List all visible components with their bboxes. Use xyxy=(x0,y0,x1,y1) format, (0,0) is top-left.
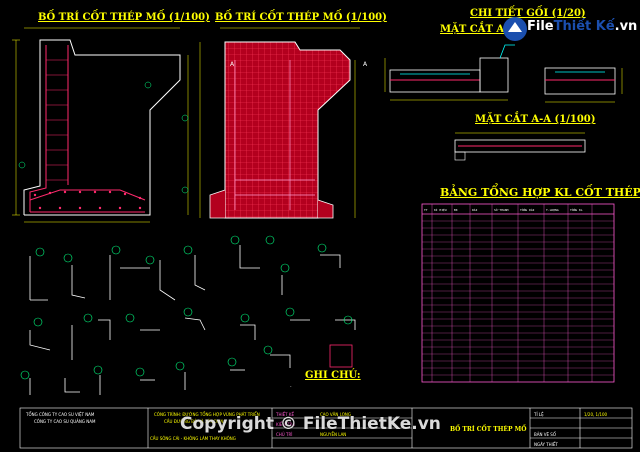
tb-project-2: CẦU ĐƯỜNG BỘ VÀ XÂY DỰNG xyxy=(164,419,227,424)
section-aa-plan xyxy=(454,132,586,161)
table-header-cell: KÍ HIỆU xyxy=(434,207,447,212)
tb-role-2: KIỂM TRA xyxy=(276,422,295,427)
svg-text:A: A xyxy=(230,61,235,68)
brand-logo xyxy=(500,14,630,44)
section-aa-top-title: MẶT CẮT A-A xyxy=(440,24,517,35)
tb-company-1: TỔNG CÔNG TY CAO SU VIỆT NAM xyxy=(26,412,95,417)
tb-drawing-title: BỐ TRÍ CỐT THÉP MỐ xyxy=(450,426,527,433)
table-header-cell: DÀI xyxy=(472,207,478,212)
rebar-shapes xyxy=(29,245,356,395)
tb-project-1: CÔNG TRÌNH: ĐƯỜNG TỔNG HỢP VÙNG PHÁT TRI… xyxy=(154,412,260,417)
table-header-cell: TT xyxy=(424,208,428,212)
rebar-table: TT KÍ HIỆU ĐK DÀI SỐ THANH TỔNG DÀI T.LƯỢNG TỔN… xyxy=(421,203,615,383)
tb-date-label: NGÀY THIẾT xyxy=(534,442,558,447)
bearing-detail xyxy=(384,44,623,103)
bearing-detail-title: CHI TIẾT GỐI (1/20) xyxy=(470,8,586,19)
logo-text: FileThiết Kế.vn xyxy=(527,19,638,34)
table-header-cell: SỐ THANH xyxy=(494,207,509,212)
table-header-cell: TỔNG KL xyxy=(570,207,583,212)
note-line: - xyxy=(290,384,292,389)
rebar-markers xyxy=(20,235,353,380)
tb-scale-value: 1/20, 1/100 xyxy=(584,412,608,417)
svg-text:A: A xyxy=(363,61,368,68)
tb-company-2: CÔNG TY CAO SU QUẢNG NAM xyxy=(34,419,96,424)
table-header-cell: T.LƯỢNG xyxy=(546,208,559,212)
table-header-cell: TỔNG DÀI xyxy=(520,207,535,212)
tb-item: CẦU SÔNG CÁI - KHÔNG LÀM THAY KHÔNG xyxy=(150,436,236,441)
table-header-cell: ĐK xyxy=(454,208,458,212)
tb-name-1: CAO VĂN LONG xyxy=(320,412,351,417)
notes-title: GHI CHÚ: xyxy=(305,370,361,381)
logo-icon xyxy=(503,17,527,41)
tb-role-3: CHỦ TRÌ xyxy=(276,432,293,437)
rebar-table-title: BẢNG TỔNG HỢP KL CỐT THÉP MỐ xyxy=(440,186,640,199)
tb-name-2: NGUYỄN LAN xyxy=(320,432,347,437)
copyright-watermark: Copyright © FileThietKe.vn xyxy=(180,414,441,434)
tb-sheet-label: BẢN VẼ SỐ xyxy=(534,432,556,437)
section-aa-title: MẶT CẮT A-A (1/100) xyxy=(475,114,596,125)
title-block-frame xyxy=(19,407,633,449)
elevation-left-title: BỐ TRÍ CỐT THÉP MỐ (1/100) xyxy=(38,12,210,23)
tb-scale-label: TỈ LỆ xyxy=(534,412,544,417)
tb-role-1: THIẾT KẾ xyxy=(276,412,295,417)
abutment-elevation-left xyxy=(12,27,189,223)
elevation-right-title: BỐ TRÍ CỐT THÉP MỐ (1/100) xyxy=(215,12,387,23)
